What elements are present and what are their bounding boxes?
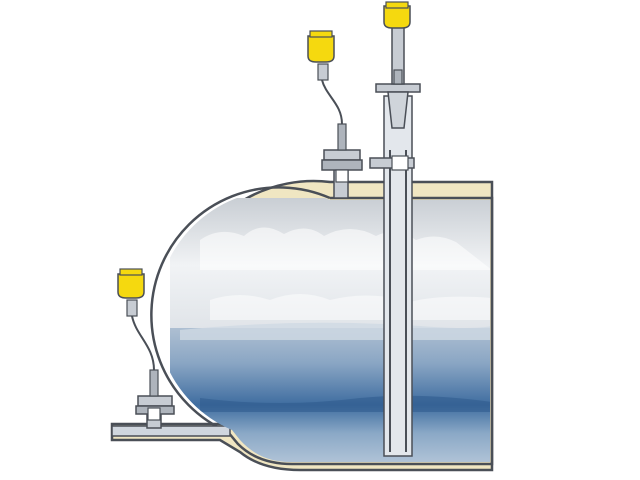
sensor-top	[369, 1, 421, 457]
sensor-top-housing	[383, 5, 411, 29]
sensor-left-housing	[117, 273, 145, 299]
sensor-middle	[307, 30, 363, 199]
tank-inner-wall	[112, 186, 494, 466]
sensor-middle-housing	[307, 35, 335, 63]
bottom-pipe	[111, 425, 231, 437]
sensor-left	[117, 268, 175, 429]
